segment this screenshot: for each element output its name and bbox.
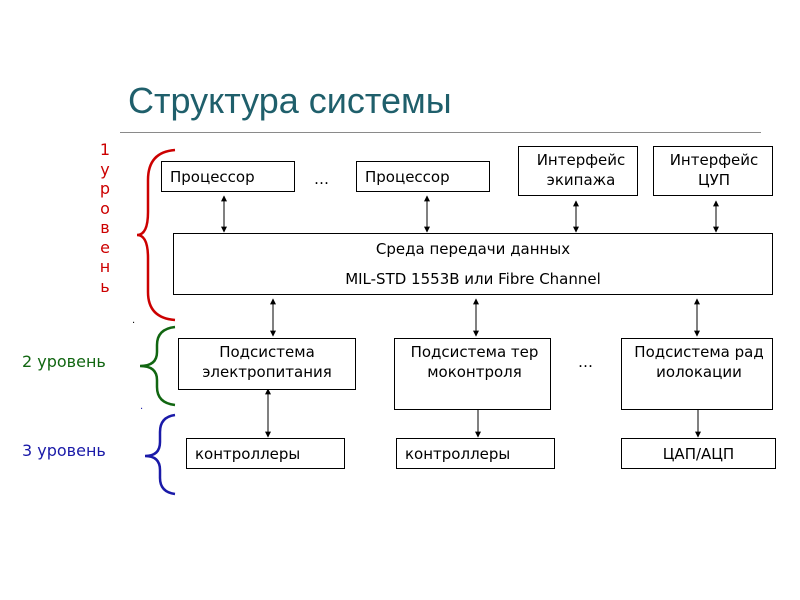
row1-ellipsis: … — [314, 170, 329, 188]
title-divider — [120, 132, 761, 133]
dac-adc-box: ЦАП/АЦП — [621, 438, 776, 469]
controllers2-box: контроллеры — [396, 438, 555, 469]
thermal-subsystem-label: Подсистема термоконтроля — [410, 343, 539, 381]
thermal-subsystem-box: Подсистема термоконтроля — [394, 338, 551, 410]
power-subsystem-label: Подсистема электропитания — [202, 343, 332, 381]
processor1-box: Процессор — [161, 161, 295, 192]
radar-subsystem-label: Подсистема радиолокации — [634, 343, 764, 381]
level1-bracket — [136, 148, 176, 322]
level3-label: 3 уровень — [22, 441, 106, 460]
controllers1-label: контроллеры — [195, 444, 301, 463]
crew-interface-box: Интерфейс экипажа — [518, 146, 638, 196]
page-title: Структура системы — [128, 80, 452, 121]
crew-interface-label: Интерфейс экипажа — [536, 151, 626, 189]
mcc-interface-label: Интерфейс ЦУП — [669, 151, 759, 189]
level1-label: 1 уровень — [99, 140, 111, 296]
data-bus-line1: Среда передачи данных — [375, 240, 571, 258]
level3-bracket — [144, 413, 176, 496]
row2-ellipsis: … — [578, 353, 593, 371]
level2-label: 2 уровень — [22, 352, 106, 371]
dac-adc-label: ЦАП/АЦП — [662, 444, 735, 463]
processor2-box: Процессор — [356, 161, 490, 192]
controllers2-label: контроллеры — [405, 444, 511, 463]
data-bus-box: Среда передачи данных MIL-STD 1553B или … — [173, 233, 773, 295]
mcc-interface-box: Интерфейс ЦУП — [653, 146, 773, 196]
decor-dot: · — [140, 404, 144, 415]
processor1-label: Процессор — [170, 167, 255, 186]
controllers1-box: контроллеры — [186, 438, 345, 469]
decor-dot: · — [132, 318, 136, 329]
radar-subsystem-box: Подсистема радиолокации — [621, 338, 773, 410]
level2-bracket — [139, 325, 176, 407]
power-subsystem-box: Подсистема электропитания — [178, 338, 356, 390]
data-bus-line2: MIL-STD 1553B или Fibre Channel — [345, 270, 601, 288]
processor2-label: Процессор — [365, 167, 450, 186]
